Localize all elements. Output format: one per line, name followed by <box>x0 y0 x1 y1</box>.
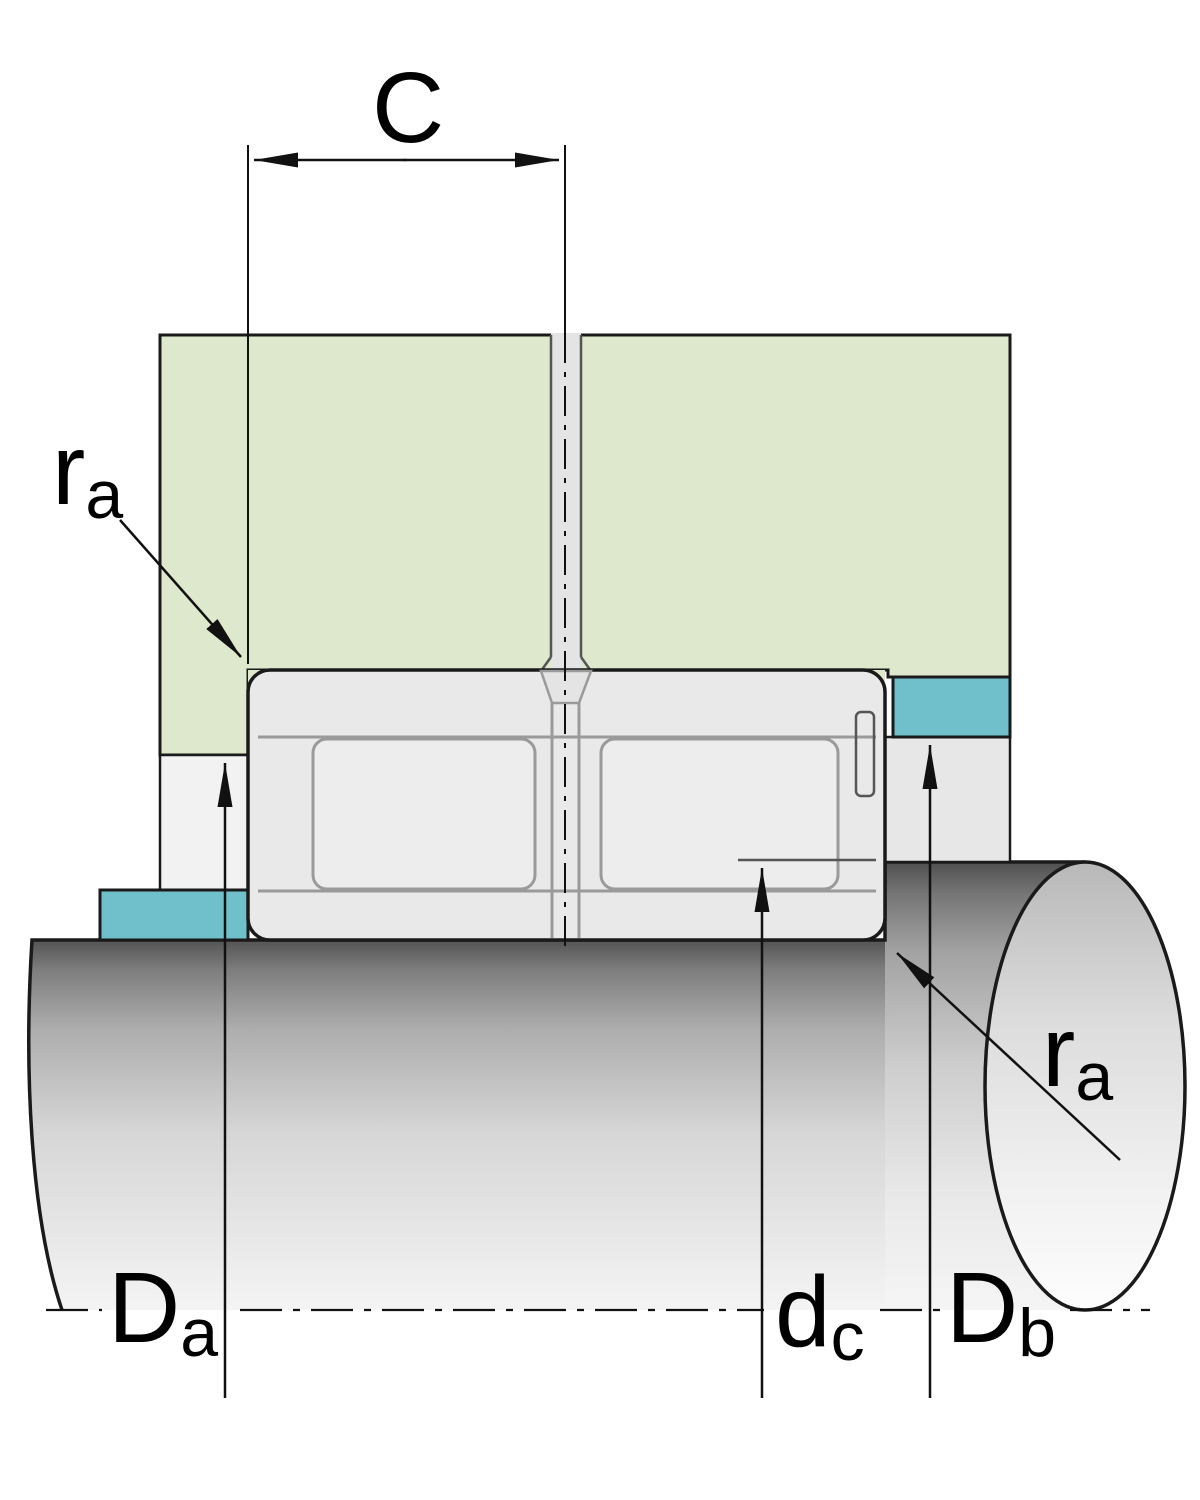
label-diameter-dc: dc <box>775 1262 865 1371</box>
label-dc-sub: c <box>830 1298 865 1375</box>
label-fillet-bottom-sub: a <box>1075 1038 1114 1115</box>
shaft-body-fill <box>28 940 885 1310</box>
bearing <box>246 668 887 942</box>
roller-right <box>599 737 840 891</box>
label-diameter-db: Db <box>946 1258 1056 1367</box>
label-fillet-radius-top: ra <box>52 420 123 529</box>
locating-ring-right <box>891 675 1012 739</box>
label-da-base: D <box>108 1252 181 1364</box>
label-width-c: C <box>372 58 444 158</box>
leader-fillet-bottom <box>896 952 1121 1161</box>
spacer-right <box>883 735 1012 864</box>
label-dc-base: d <box>775 1256 831 1368</box>
label-fillet-radius-bottom: ra <box>1042 1002 1113 1111</box>
label-db-base: D <box>946 1252 1019 1364</box>
label-fillet-bottom-base: r <box>1042 996 1076 1108</box>
abutment-block-left <box>158 753 250 892</box>
lube-funnel <box>539 669 593 705</box>
roller-left <box>311 737 537 891</box>
locating-ring-left <box>98 888 250 942</box>
shaft <box>27 860 1187 1312</box>
label-fillet-top-base: r <box>52 414 86 526</box>
label-db-sub: b <box>1018 1294 1057 1371</box>
shaft-outline <box>27 860 1085 1311</box>
ring-groove <box>854 710 876 798</box>
leader-fillet-top <box>119 519 242 658</box>
label-width-c-text: C <box>372 52 445 164</box>
label-fillet-top-sub: a <box>85 456 124 533</box>
label-diameter-da: Da <box>108 1258 218 1367</box>
dimension-lines <box>46 145 1150 1398</box>
label-da-sub: a <box>180 1294 219 1371</box>
